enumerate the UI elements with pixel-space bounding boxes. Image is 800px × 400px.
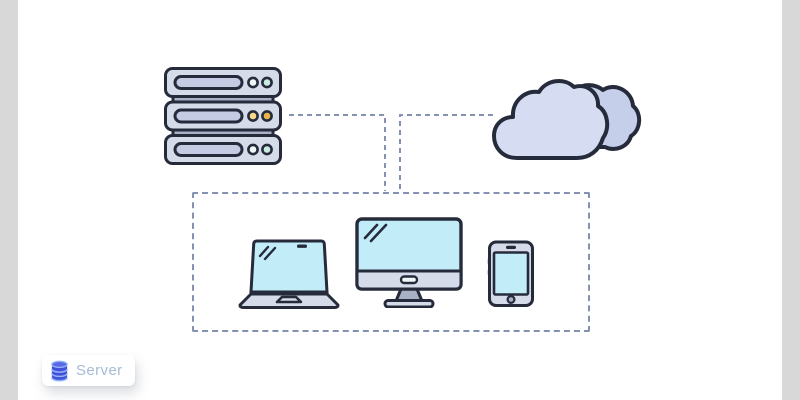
desktop-monitor-icon — [355, 217, 463, 308]
cloud-icon — [492, 79, 642, 160]
server-badge: Server — [42, 355, 135, 386]
laptop-icon — [238, 239, 340, 309]
left-margin-strip — [0, 0, 18, 400]
database-icon — [51, 360, 68, 381]
tablet-icon — [487, 240, 534, 307]
server-rack-icon — [164, 67, 282, 165]
server-badge-label: Server — [76, 362, 123, 379]
right-margin-strip — [782, 0, 800, 400]
devices-group-box — [192, 192, 590, 332]
